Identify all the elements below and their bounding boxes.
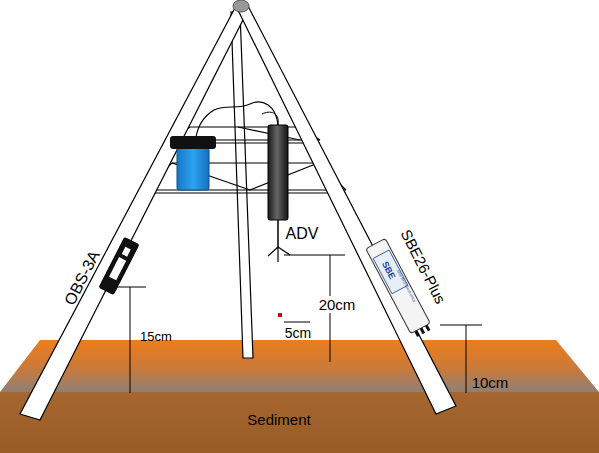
- dimension-line: [466, 325, 467, 393]
- dimension-label: 10cm: [472, 375, 509, 390]
- sediment-block: [0, 392, 599, 453]
- dimension-label: 5cm: [285, 326, 311, 340]
- canister-cap: [170, 136, 216, 149]
- dimension-line: [284, 322, 310, 323]
- tripod-leg: [20, 6, 248, 420]
- dimension-label: 20cm: [317, 296, 358, 313]
- cable: [196, 102, 278, 137]
- dimension-label: 15cm: [140, 330, 172, 343]
- tripod-leg: [236, 6, 456, 414]
- leader-line: [284, 255, 345, 256]
- cable: [262, 112, 278, 125]
- adv-housing: [268, 125, 288, 220]
- apex-cap: [233, 0, 249, 12]
- leader-line: [116, 287, 146, 288]
- battery-canister: [177, 148, 209, 190]
- obs-sensor: [99, 237, 139, 294]
- instrument-label: ADV: [286, 226, 319, 242]
- leader-line: [440, 325, 482, 326]
- dimension-line: [130, 287, 131, 393]
- sediment-surface: [0, 340, 599, 392]
- sample-volume: [278, 313, 282, 317]
- adv-probe: [277, 220, 279, 247]
- layer-label: Sediment: [247, 412, 310, 427]
